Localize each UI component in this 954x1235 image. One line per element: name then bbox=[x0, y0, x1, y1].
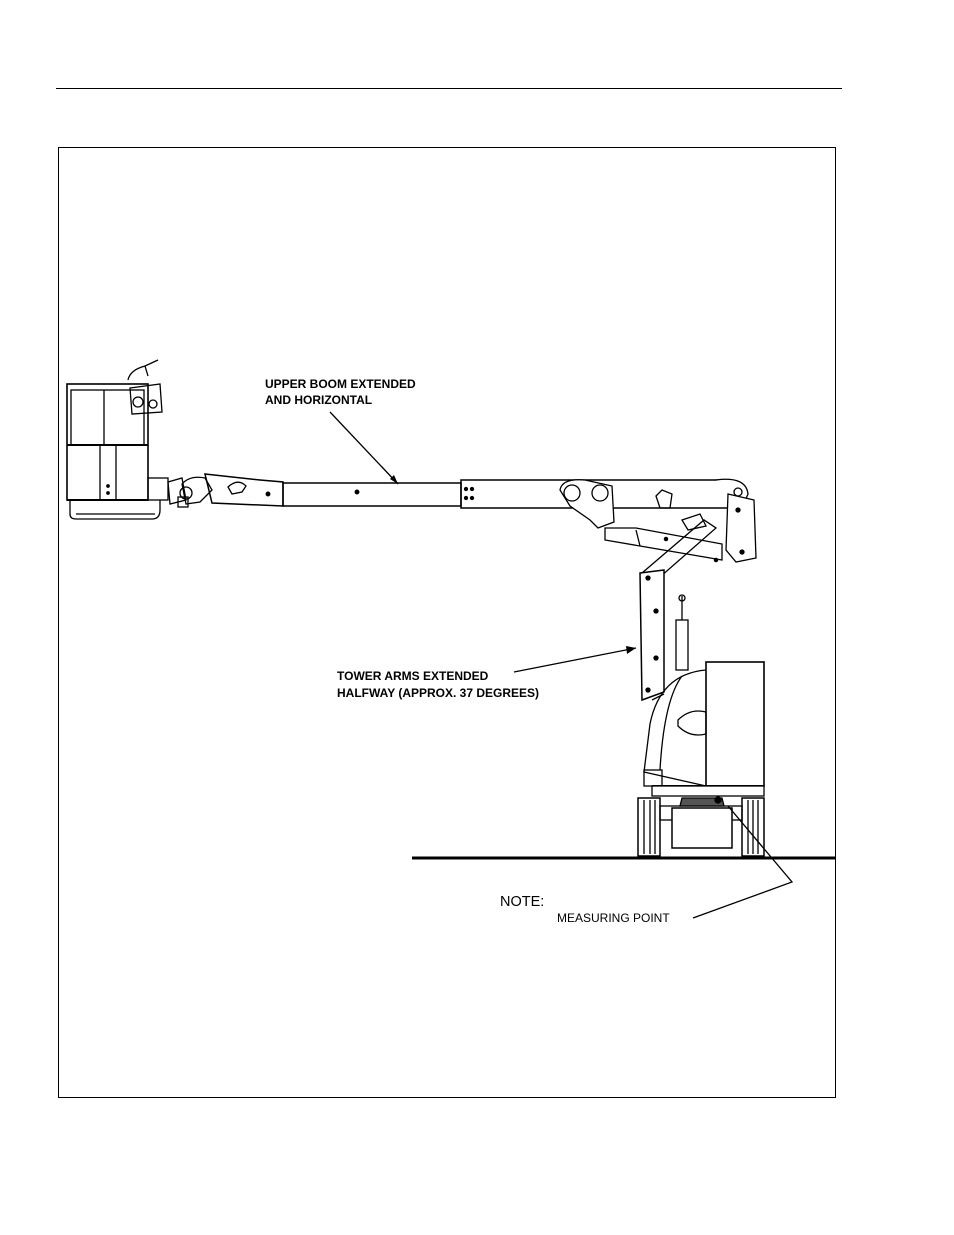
tower-arms-label-line1: TOWER ARMS EXTENDED bbox=[337, 669, 488, 684]
note-label: NOTE: bbox=[500, 895, 544, 910]
upper-boom bbox=[205, 474, 748, 528]
upper-boom-leader-line bbox=[330, 412, 398, 484]
platform-rotator bbox=[148, 477, 212, 507]
upper-boom-label-line2: AND HORIZONTAL bbox=[265, 393, 372, 408]
upper-boom-label-line1: UPPER BOOM EXTENDED bbox=[265, 377, 416, 392]
tower-arms bbox=[605, 494, 756, 700]
tower-arms-leader-line bbox=[514, 648, 636, 672]
measuring-point-label: MEASURING POINT bbox=[557, 911, 670, 926]
tower-arms-label-line2: HALFWAY (APPROX. 37 DEGREES) bbox=[337, 686, 539, 701]
